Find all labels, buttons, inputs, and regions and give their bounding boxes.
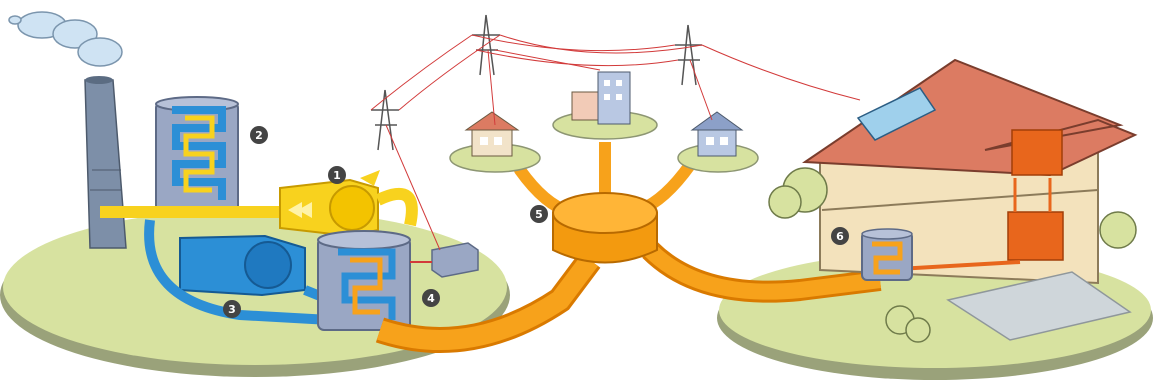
house-icon	[801, 58, 1138, 285]
boiler-tank-icon	[155, 96, 239, 218]
svg-text:1: 1	[333, 169, 341, 182]
svg-text:5: 5	[535, 208, 543, 221]
marker-1: 1	[328, 166, 346, 184]
distribution-hub-icon	[552, 192, 658, 264]
apartment-icon	[552, 71, 658, 140]
house-heat-exchanger-icon	[861, 228, 913, 281]
steam-turbine-icon	[279, 170, 418, 238]
marker-4: 4	[422, 289, 440, 307]
power-lines	[370, 34, 861, 251]
svg-text:2: 2	[255, 129, 263, 142]
heat-exchanger-icon	[317, 230, 411, 331]
marker-5: 5	[530, 205, 548, 223]
transformer-icon	[410, 242, 479, 278]
svg-text:6: 6	[836, 230, 844, 243]
solar-panel-icon	[856, 87, 937, 141]
smoke-cloud-icon	[8, 11, 123, 67]
paving-area	[946, 271, 1132, 341]
svg-text:4: 4	[427, 292, 435, 305]
tree-icon	[768, 167, 1137, 343]
marker-2: 2	[250, 126, 268, 144]
marker-3: 3	[223, 300, 241, 318]
radiator-icon	[1007, 129, 1064, 261]
chimney-icon	[84, 76, 127, 249]
pylon-icon	[371, 14, 702, 151]
svg-text:3: 3	[228, 303, 236, 316]
house-island-left	[449, 111, 541, 173]
house-island-right	[677, 111, 759, 173]
marker-6: 6	[831, 227, 849, 245]
